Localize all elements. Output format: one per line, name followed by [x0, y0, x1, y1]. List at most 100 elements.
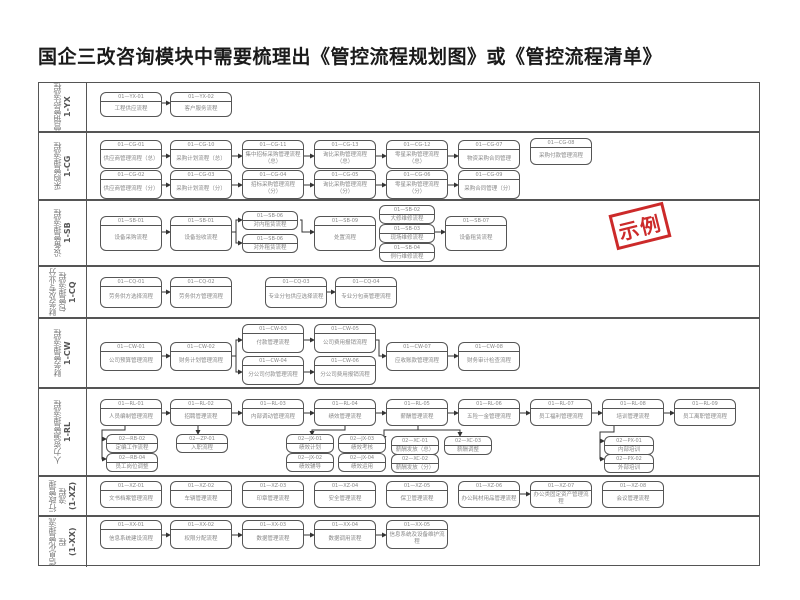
node-label: 劳务供方管理流程 [178, 293, 223, 300]
node-label: 应收账款管理流程 [394, 357, 439, 364]
node-id: 02—XC-02 [392, 455, 438, 464]
node-id: 01—RL-03 [243, 400, 303, 409]
node-id: 01—CW-03 [243, 325, 303, 334]
node-label: 公司费用报销流程 [322, 339, 367, 346]
node-label: 现场维修流程 [390, 234, 424, 241]
node-id: 01—CG-12 [387, 141, 447, 150]
node-id: 01—CG-10 [171, 141, 231, 150]
lane-label: 信息化管理流程(1-XX) [39, 517, 87, 567]
node-label: 供应商管理流程（总） [103, 155, 159, 162]
process-node[interactable]: 01—XX-05 信息系统及设备维护流程 [386, 520, 448, 549]
node-id: 01—RL-09 [675, 400, 735, 409]
node-id: 02—PX-01 [605, 437, 653, 446]
node-label: 入职流程 [190, 444, 213, 451]
node-label: 专业分包商管理流程 [341, 293, 391, 300]
node-label: 信息系统及设备维护流程 [389, 532, 445, 545]
node-label: 设备租赁流程 [459, 234, 493, 241]
node-id: 01—XX-05 [387, 521, 447, 530]
node-id: 01—SB-01 [101, 217, 161, 226]
node-id: 02—JX-02 [287, 454, 333, 463]
node-id: 01—SB-06 [243, 212, 297, 221]
node-id: 01—XX-04 [315, 521, 375, 530]
node-id: 01—RL-06 [459, 400, 519, 409]
node-id: 02—RB-04 [107, 454, 157, 463]
node-id: 01—RL-01 [101, 400, 161, 409]
node-id: 01—YX-02 [171, 93, 231, 102]
node-label: 询比采购管理流程（分） [322, 182, 367, 195]
node-id: 01—SB-02 [380, 206, 434, 215]
